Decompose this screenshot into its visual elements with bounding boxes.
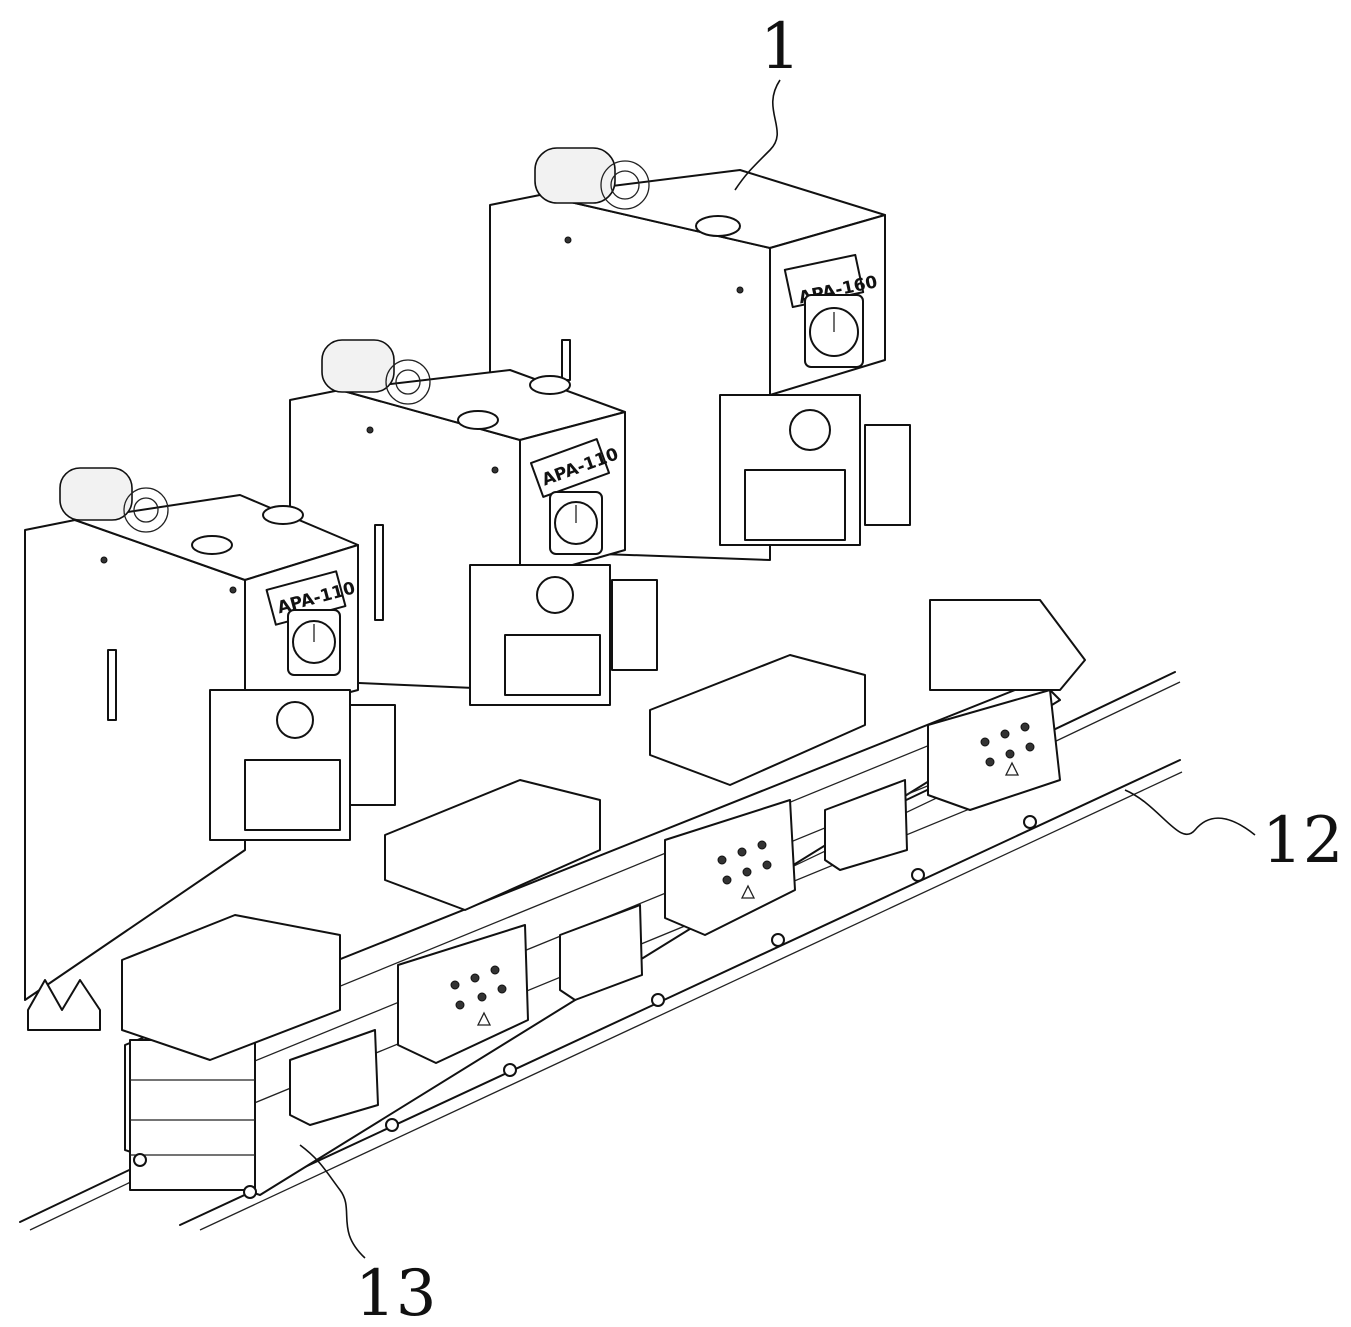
reference-number-12: 12 bbox=[1262, 804, 1343, 878]
control-boxes bbox=[397, 689, 1061, 1064]
reference-number-13: 13 bbox=[355, 1257, 436, 1327]
press-1: APA-110 bbox=[24, 467, 396, 1031]
lower-cabinets bbox=[289, 779, 908, 1126]
reference-label-12: 12 bbox=[1124, 789, 1343, 878]
reference-label-13: 13 bbox=[299, 1144, 436, 1327]
feed-hoppers bbox=[121, 599, 1086, 1061]
reference-label-1: 1 bbox=[734, 10, 801, 191]
reference-number-1: 1 bbox=[760, 10, 801, 84]
